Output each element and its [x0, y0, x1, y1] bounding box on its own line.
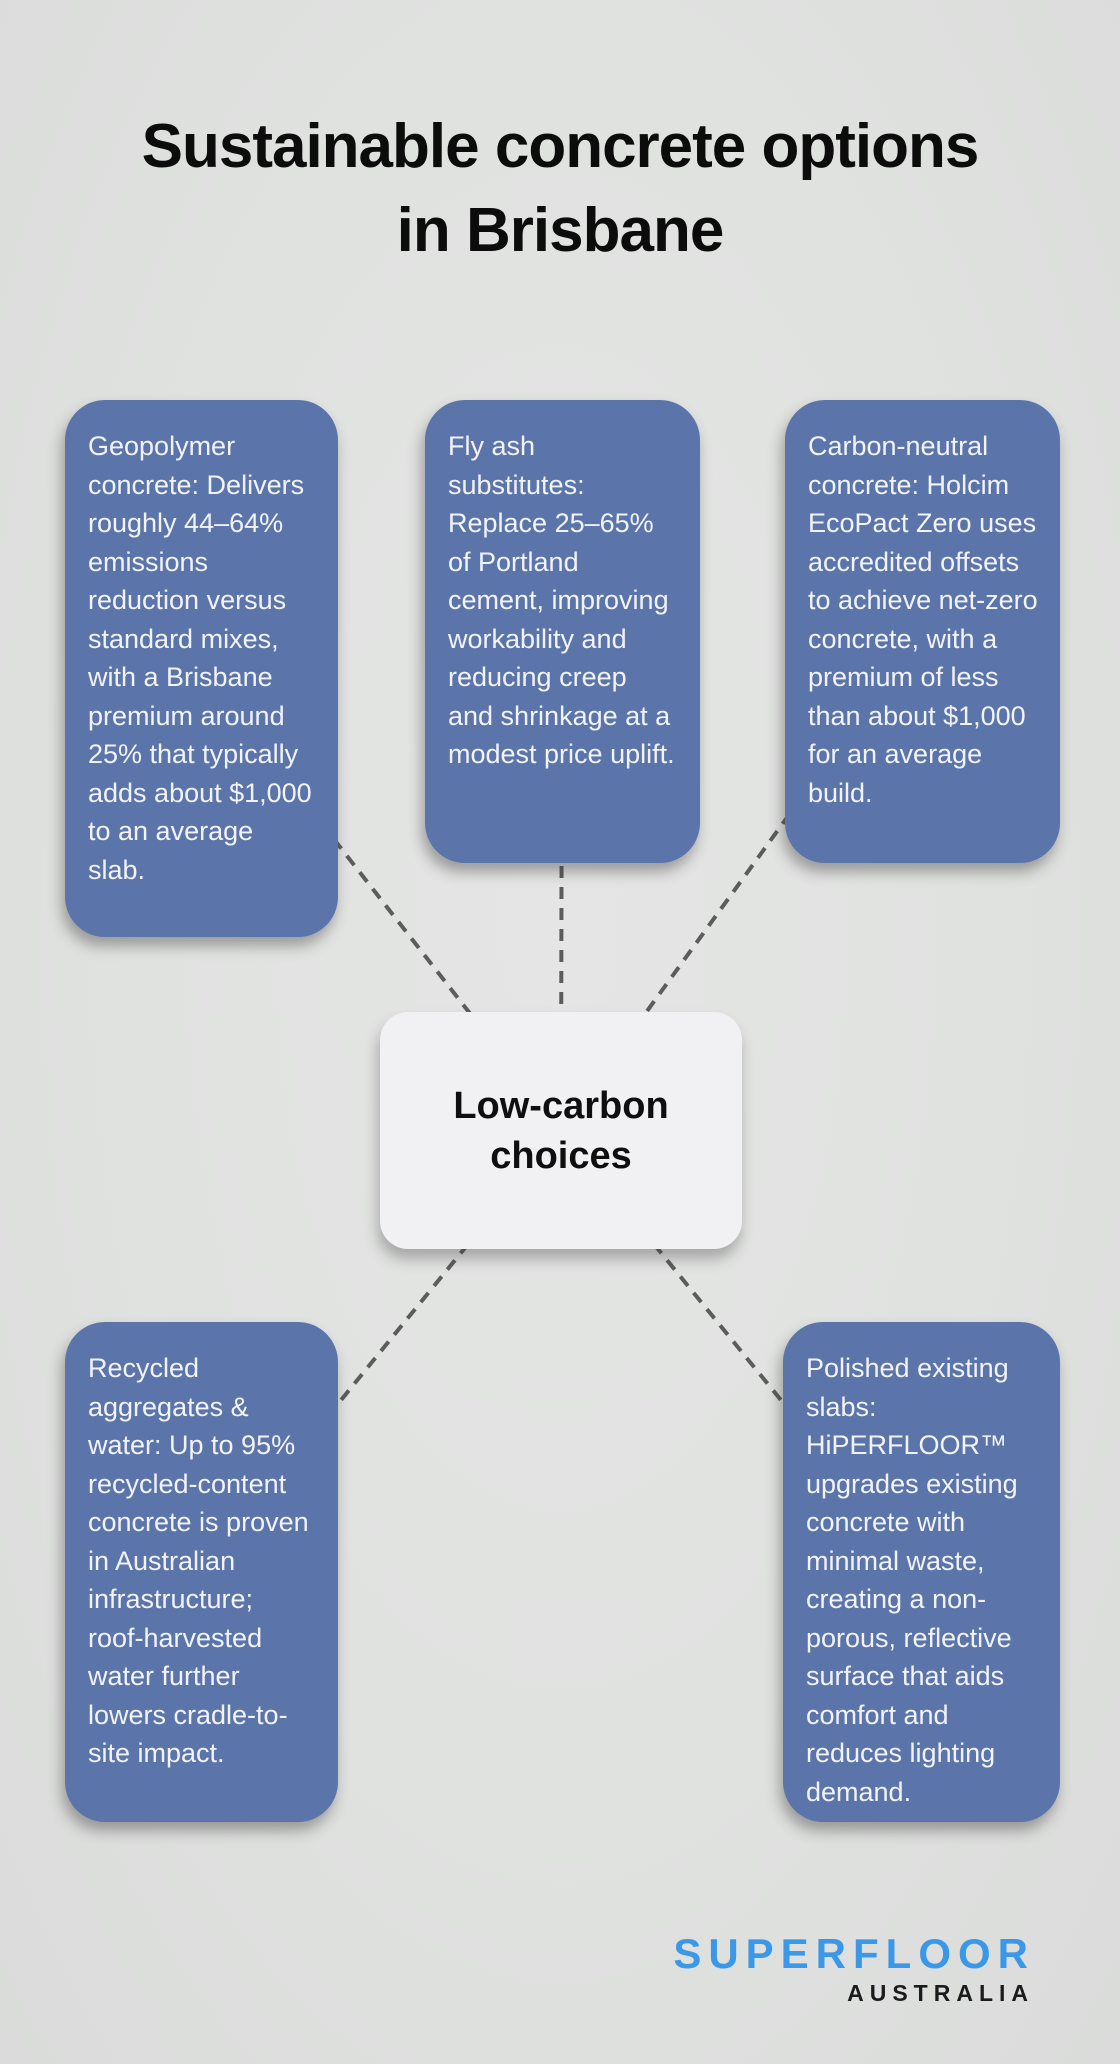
node-polished-existing-slabs: Polished existing slabs: HiPERFLOOR™ upg…: [783, 1322, 1060, 1822]
node-fly-ash-substitutes: Fly ash substitutes: Replace 25–65% of P…: [425, 400, 700, 863]
page-title-line1: Sustainable concrete options: [141, 112, 980, 181]
node-text: Fly ash substitutes: Replace 25–65% of P…: [448, 431, 675, 769]
page-title-line2: in Brisbane: [396, 196, 725, 265]
node-text: Recycled aggregates & water: Up to 95% r…: [88, 1353, 309, 1768]
superfloor-logo: SUPERFLOOR AUSTRALIA: [673, 1933, 1028, 2005]
center-node-label: Low-carbon choices: [453, 1084, 669, 1177]
logo-secondary-text: AUSTRALIA: [847, 1980, 1034, 2006]
node-carbon-neutral-concrete: Carbon-neutral concrete: Holcim EcoPact …: [785, 400, 1060, 863]
node-recycled-aggregates-water: Recycled aggregates & water: Up to 95% r…: [65, 1322, 338, 1822]
node-text: Carbon-neutral concrete: Holcim EcoPact …: [808, 431, 1038, 808]
logo-primary-text: SUPERFLOOR: [673, 1930, 1035, 1977]
node-text: Geopolymer concrete: Delivers roughly 44…: [88, 431, 312, 885]
page-title: Sustainable concrete options in Brisbane: [0, 105, 1120, 273]
node-geopolymer-concrete: Geopolymer concrete: Delivers roughly 44…: [65, 400, 338, 937]
center-node: Low-carbon choices: [380, 1012, 742, 1249]
node-text: Polished existing slabs: HiPERFLOOR™ upg…: [806, 1353, 1018, 1807]
